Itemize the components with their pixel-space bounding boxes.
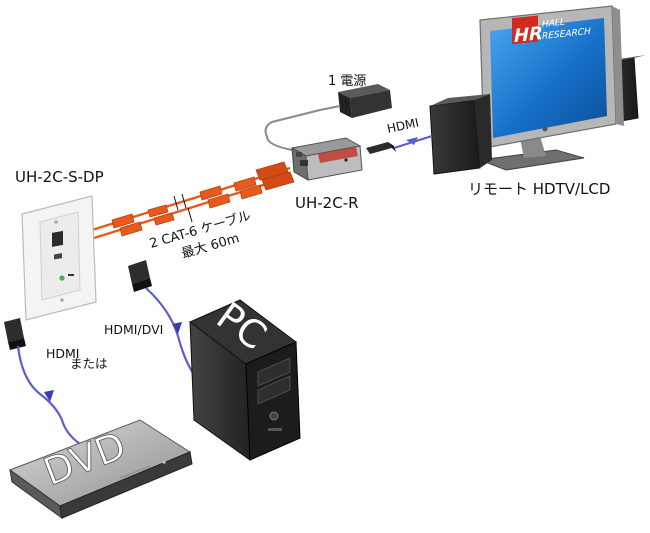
psu-label: 1 電源 xyxy=(328,74,367,89)
cat6-cables xyxy=(91,161,295,240)
hdmi-dvd-label: HDMI xyxy=(46,346,80,361)
receiver-box xyxy=(290,137,363,181)
cable-break-marks xyxy=(173,193,193,223)
hdmi-dvi-cable-pc xyxy=(128,260,197,379)
or-label: または xyxy=(70,356,108,371)
receiver-label: UH-2C-R xyxy=(295,194,359,212)
hdmi-dvi-label: HDMI/DVI xyxy=(104,322,164,337)
hdmi-cable-to-tv xyxy=(366,135,433,154)
hdmi-cable-dvd xyxy=(4,318,81,445)
wall-plate xyxy=(21,195,97,321)
hr-mark xyxy=(512,15,538,45)
pc-tower xyxy=(189,299,301,462)
hdmi-tv-label: HDMI xyxy=(386,116,420,136)
hr-mark-text: HR xyxy=(514,23,543,47)
dvd-player xyxy=(8,419,193,520)
remote-display-label: リモート HDTV/LCD xyxy=(468,180,611,198)
power-supply xyxy=(264,84,392,151)
wallplate-label: UH-2C-S-DP xyxy=(15,168,104,186)
brand-line1: HALL xyxy=(542,18,565,30)
